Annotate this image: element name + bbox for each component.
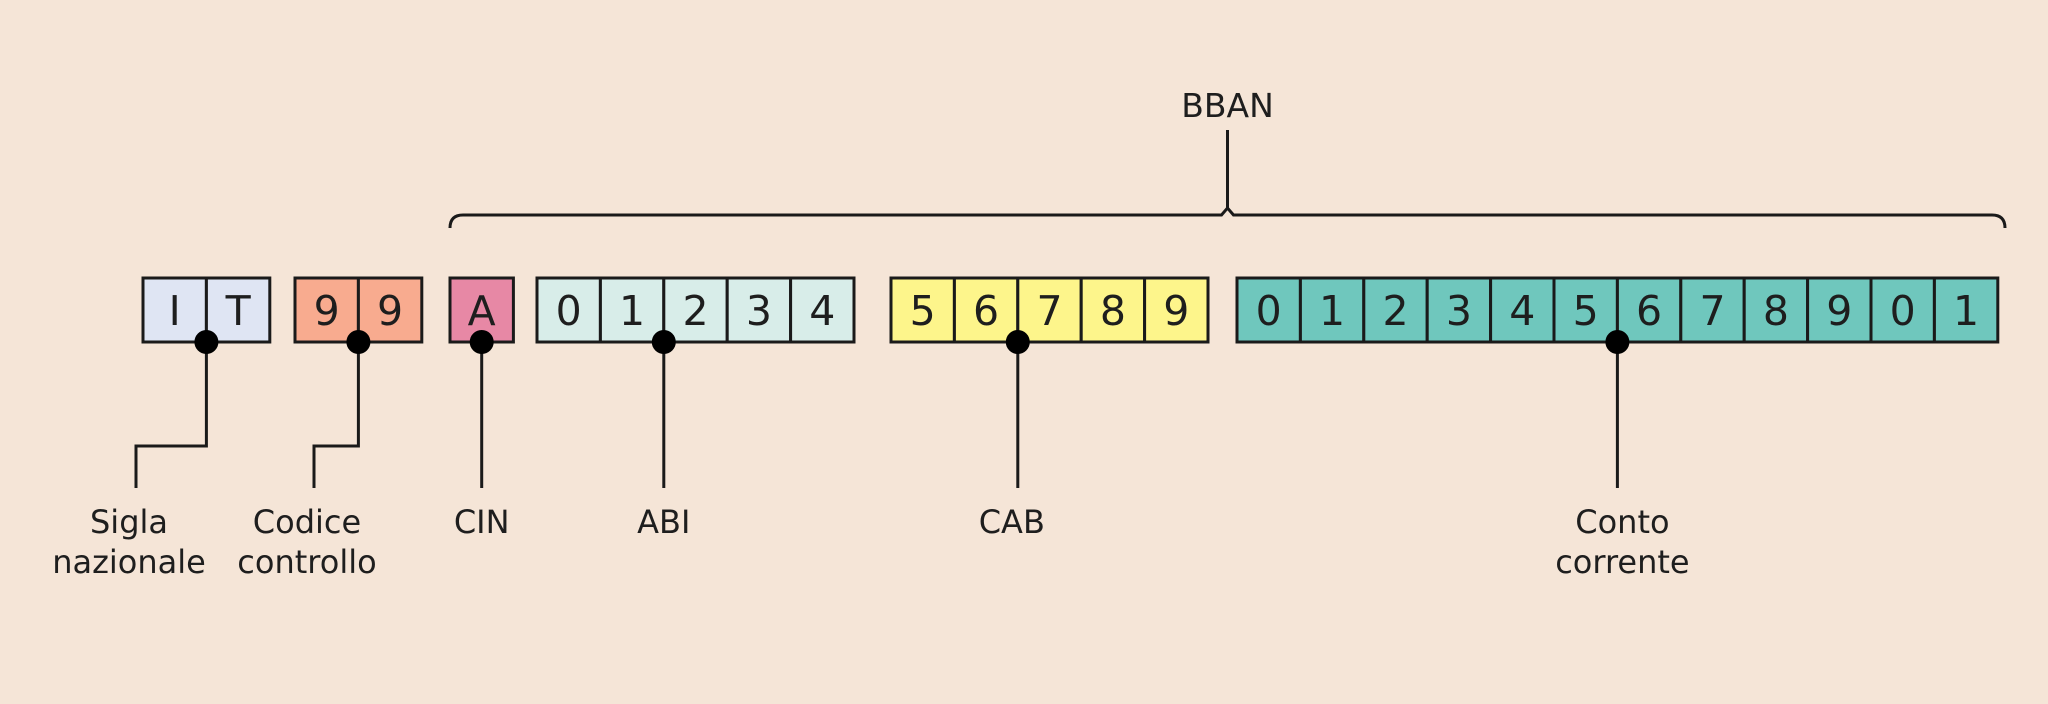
cell-character: I bbox=[169, 287, 181, 335]
cell-character: 2 bbox=[682, 287, 708, 335]
cell-box bbox=[204, 276, 272, 344]
cell-character: 9 bbox=[1826, 287, 1852, 335]
cell-box bbox=[1298, 276, 1366, 344]
cell-character: 0 bbox=[1256, 287, 1282, 335]
cell-character: 6 bbox=[973, 287, 999, 335]
segment-label: CAB bbox=[979, 503, 1045, 541]
pointer-dot bbox=[194, 330, 219, 354]
cell-character: 5 bbox=[1573, 287, 1599, 335]
cell-box bbox=[356, 276, 424, 344]
cell-character: 0 bbox=[1890, 287, 1916, 335]
cell-character: 8 bbox=[1763, 287, 1789, 335]
segment-label: controllo bbox=[237, 543, 376, 581]
cell-character: 9 bbox=[314, 287, 340, 335]
cell-box bbox=[1235, 276, 1302, 344]
cell-character: T bbox=[225, 287, 252, 335]
pointer-line bbox=[134, 342, 208, 488]
segment-label: Conto bbox=[1575, 503, 1669, 541]
pointer-dot bbox=[1005, 330, 1030, 354]
cell-box bbox=[1679, 276, 1746, 344]
pointer-dot bbox=[1605, 330, 1630, 354]
cell-character: 5 bbox=[910, 287, 936, 335]
cell-character: 4 bbox=[1509, 287, 1535, 335]
cell-box bbox=[1079, 276, 1147, 344]
cell-box bbox=[1143, 276, 1210, 344]
cell-box bbox=[1615, 276, 1683, 344]
cell-character: 9 bbox=[377, 287, 403, 335]
segment-label: CIN bbox=[454, 503, 510, 541]
cell-character: 2 bbox=[1382, 287, 1408, 335]
cell-box bbox=[598, 276, 666, 344]
cell-box bbox=[889, 276, 956, 344]
bban-brace bbox=[448, 205, 2007, 229]
cell-box bbox=[725, 276, 793, 344]
pointer-dot bbox=[469, 330, 494, 354]
bban-title: BBAN bbox=[1181, 86, 1274, 125]
cell-character: 3 bbox=[1446, 287, 1472, 335]
cell-character: 3 bbox=[746, 287, 772, 335]
cell-character: 8 bbox=[1100, 287, 1126, 335]
segment-label: nazionale bbox=[52, 543, 206, 581]
cell-character: 4 bbox=[809, 287, 835, 335]
cell-character: 1 bbox=[1319, 287, 1345, 335]
segment-label: corrente bbox=[1555, 543, 1689, 581]
cell-box bbox=[1362, 276, 1429, 344]
cell-box bbox=[1806, 276, 1873, 344]
cell-box bbox=[1932, 276, 2000, 344]
segment-cin: A CIN bbox=[448, 276, 515, 541]
cell-character: 6 bbox=[1636, 287, 1662, 335]
segment-label: Sigla bbox=[90, 503, 168, 541]
pointer-dot bbox=[346, 330, 371, 354]
pointer-dot bbox=[651, 330, 676, 354]
cell-character: 1 bbox=[619, 287, 645, 335]
cell-character: 1 bbox=[1953, 287, 1979, 335]
segment-label: Codice bbox=[253, 503, 361, 541]
cell-box bbox=[535, 276, 602, 344]
cell-box bbox=[293, 276, 360, 344]
bban-bracket-group: BBAN bbox=[448, 86, 2007, 229]
cell-character: 7 bbox=[1699, 287, 1725, 335]
cell-character: A bbox=[468, 287, 496, 335]
cell-box bbox=[1742, 276, 1810, 344]
cell-box bbox=[789, 276, 856, 344]
cell-character: 7 bbox=[1036, 287, 1062, 335]
cell-character: 0 bbox=[556, 287, 582, 335]
pointer-line bbox=[312, 342, 360, 488]
cell-character: 9 bbox=[1163, 287, 1189, 335]
cell-box bbox=[1869, 276, 1936, 344]
segment-label: ABI bbox=[637, 503, 690, 541]
